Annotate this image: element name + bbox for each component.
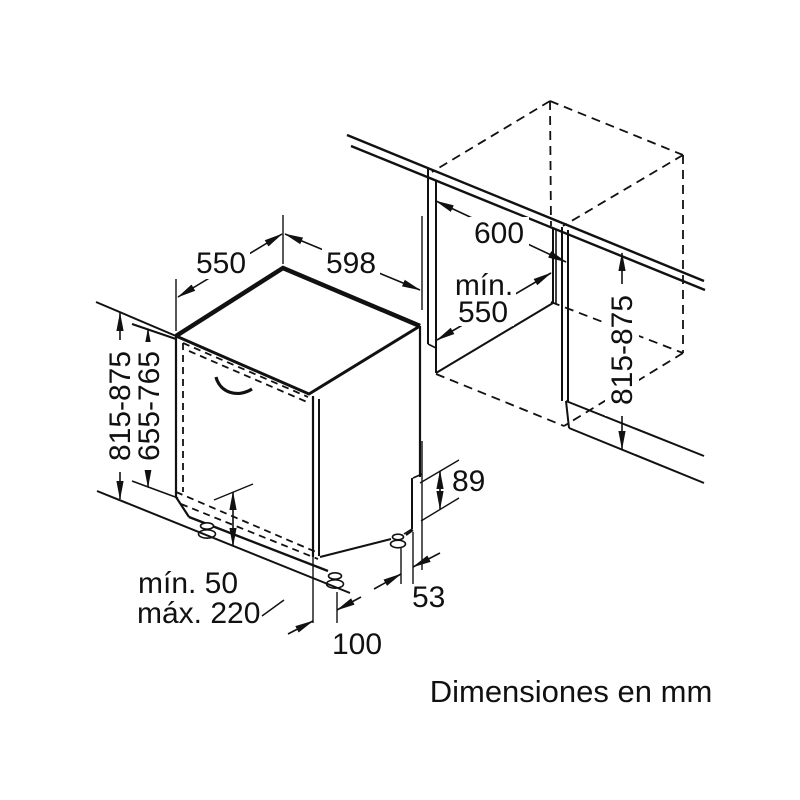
furniture-door-dashed-outline xyxy=(175,342,319,560)
label-front-foot-offset: 100 xyxy=(332,628,382,661)
label-niche-depth-prefix: mín. xyxy=(455,269,513,302)
label-niche-height: 815-875 xyxy=(606,295,639,405)
dim-line-front-foot-b xyxy=(336,596,362,611)
label-bg xyxy=(322,247,380,279)
label-door-height: 655-765 xyxy=(133,351,166,461)
niche-volume-dashed-cube xyxy=(431,100,684,427)
label-bg xyxy=(469,217,529,249)
caption-units: Dimensiones en mm xyxy=(430,674,713,709)
dim-line-rear-foot-a xyxy=(373,573,402,590)
label-appliance-width: 598 xyxy=(326,247,376,280)
label-appliance-height: 815-875 xyxy=(104,351,137,461)
label-top-depth: 550 xyxy=(196,247,246,280)
dim-line-rear-foot-b xyxy=(412,552,441,568)
label-bg xyxy=(450,271,516,298)
label-niche-width: 600 xyxy=(474,217,524,250)
dim-line-front-foot-a xyxy=(287,620,314,635)
dishwasher-body xyxy=(174,265,423,592)
label-bg xyxy=(192,247,250,279)
label-bg xyxy=(132,342,166,470)
label-niche-depth-value: 550 xyxy=(458,296,508,329)
label-bg xyxy=(605,284,639,416)
label-bracket-height: 89 xyxy=(452,465,485,498)
dishwasher-silhouette xyxy=(176,268,422,592)
door-handle-icon xyxy=(214,376,253,395)
label-bg xyxy=(103,340,137,472)
label-bg xyxy=(452,298,514,326)
label-plinth-max: máx. 220 xyxy=(137,597,260,630)
label-plinth-min: mín. 50 xyxy=(138,567,238,600)
dimension-labels: 550 598 600 mín. 550 815-875 655-765 815… xyxy=(103,217,712,709)
reference-lines xyxy=(96,215,460,623)
label-rear-foot-offset: 53 xyxy=(412,581,445,614)
